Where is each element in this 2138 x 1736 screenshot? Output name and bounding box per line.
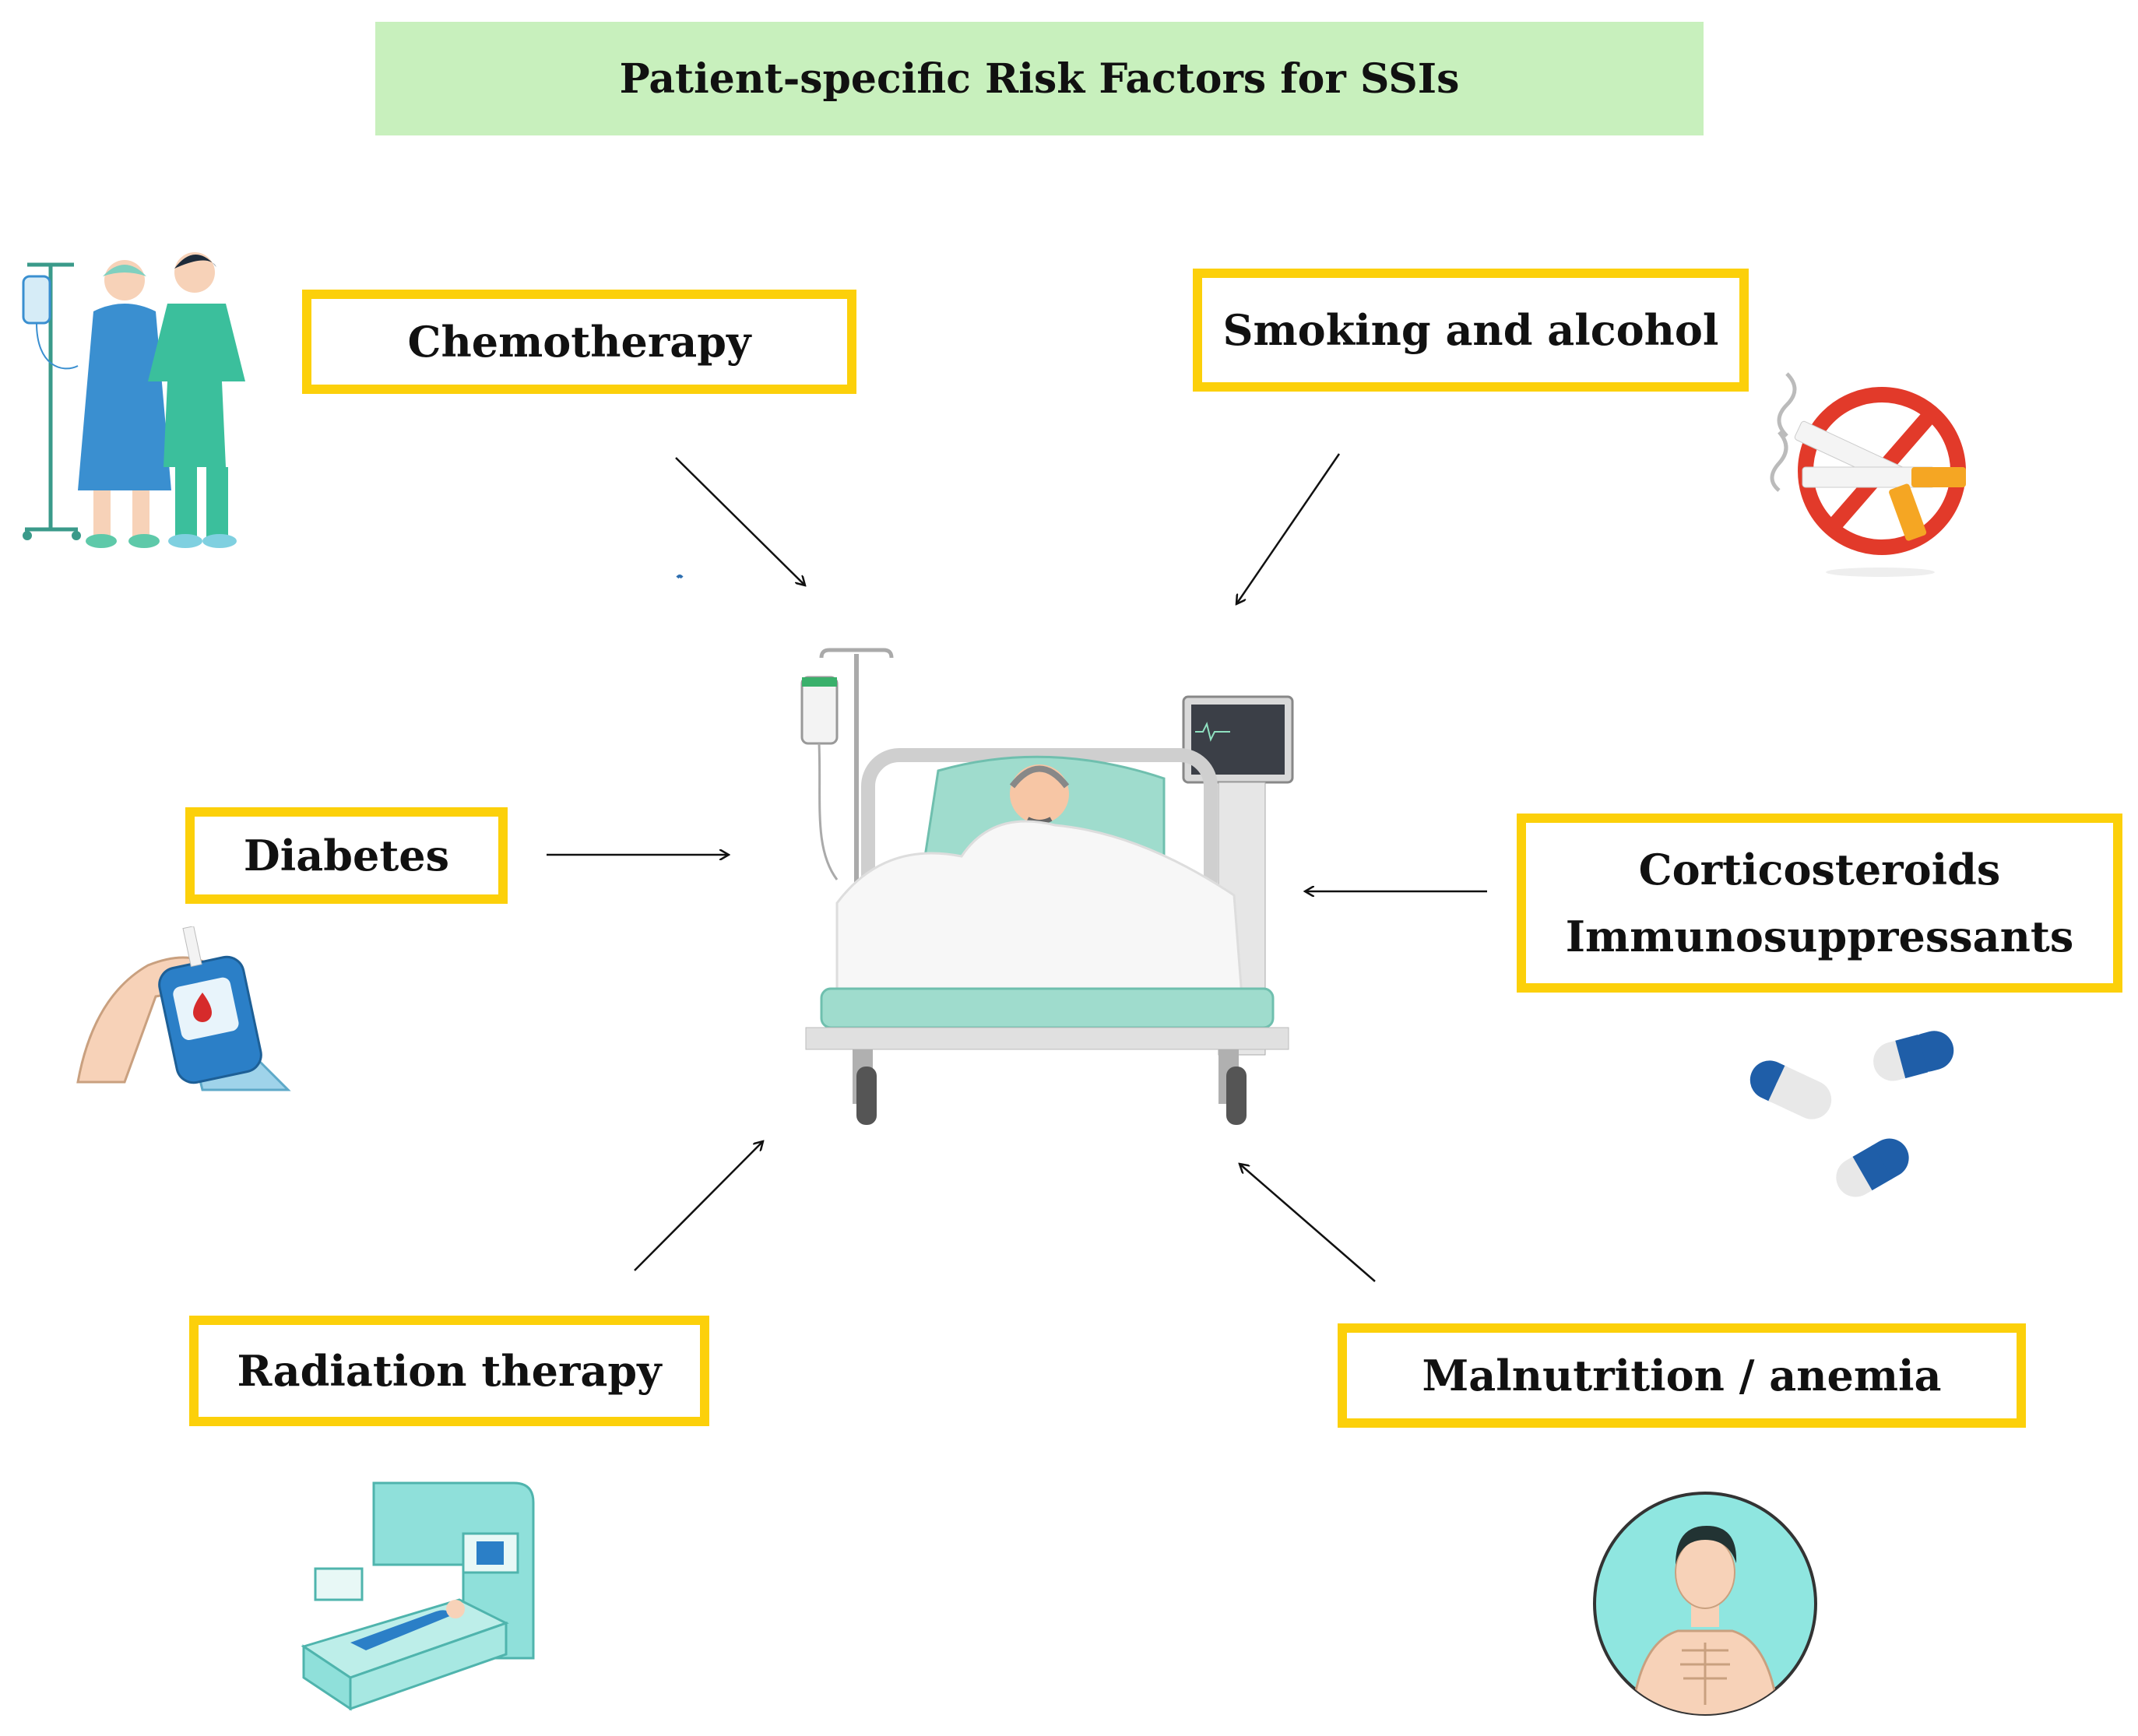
thin-person-portrait-icon bbox=[1593, 1492, 1817, 1716]
pill-capsules-icon bbox=[1749, 1031, 1954, 1197]
diabetes-box: Diabetes bbox=[185, 807, 508, 904]
no-smoking-icon bbox=[1770, 372, 1966, 577]
chemotherapy-label: Chemotherapy bbox=[407, 316, 751, 367]
diabetes-label: Diabetes bbox=[243, 830, 450, 880]
radiation-therapy-label: Radiation therapy bbox=[237, 1345, 662, 1396]
arrow-chemotherapy bbox=[675, 457, 805, 585]
title-banner: Patient-specific Risk Factors for SSIs bbox=[375, 22, 1704, 135]
arrow-radiation bbox=[634, 1141, 763, 1271]
diagram-title: Patient-specific Risk Factors for SSIs bbox=[619, 54, 1460, 103]
corticosteroids-label: Corticosteroids bbox=[1638, 844, 2001, 894]
smoking-alcohol-label: Smoking and alcohol bbox=[1222, 304, 1719, 355]
malnutrition-anemia-box: Malnutrition / anemia bbox=[1338, 1323, 2026, 1428]
chemotherapy-box: Chemotherapy bbox=[302, 290, 856, 394]
corticosteroids-box: Corticosteroids Immunosuppressants bbox=[1517, 814, 2122, 993]
immunosuppressants-label: Immunosuppressants bbox=[1565, 912, 2074, 961]
glucometer-icon bbox=[76, 926, 291, 1091]
arrow-malnutrition bbox=[1240, 1164, 1376, 1282]
patient-with-iv-and-nurse-icon bbox=[22, 252, 245, 548]
radiotherapy-machine-icon bbox=[301, 1481, 535, 1711]
radiation-therapy-box: Radiation therapy bbox=[189, 1316, 709, 1426]
arrow-smoking bbox=[1236, 453, 1341, 604]
patient-in-hospital-bed-icon bbox=[800, 648, 1294, 1125]
malnutrition-anemia-label: Malnutrition / anemia bbox=[1422, 1350, 1942, 1400]
smoking-alcohol-box: Smoking and alcohol bbox=[1193, 269, 1749, 392]
